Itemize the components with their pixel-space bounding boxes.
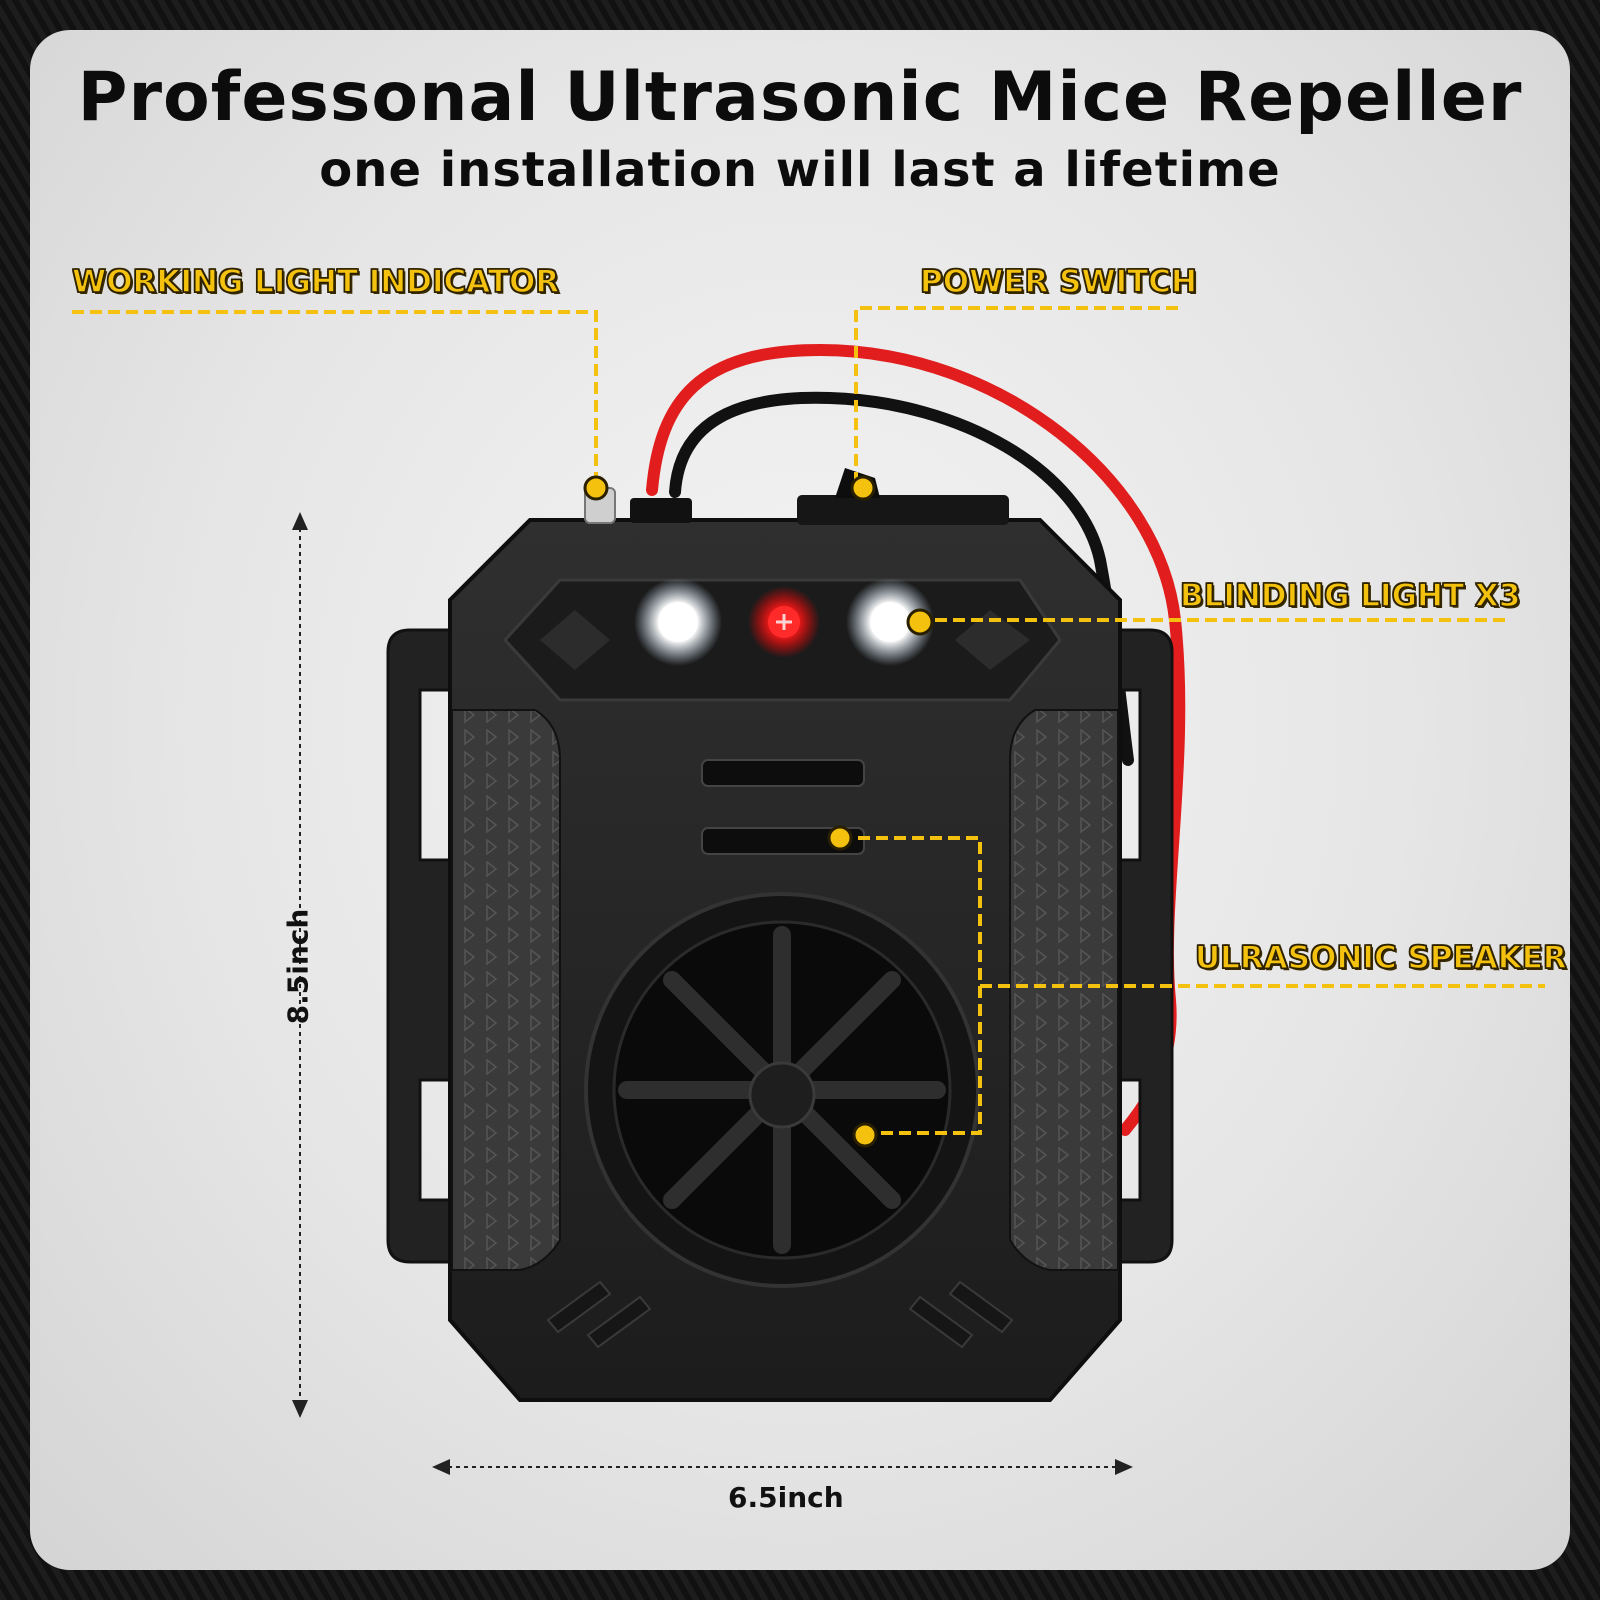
width-dimension-label: 6.5inch: [728, 1481, 844, 1514]
left-mount-tab: [386, 628, 452, 1264]
height-dimension-label: 8.5inch: [281, 908, 315, 1025]
page-title: Professonal Ultrasonic Mice Repeller: [77, 58, 1523, 137]
ultrasonic-speaker-label: ULRASONIC SPEAKER: [1194, 939, 1567, 976]
switch-housing: [797, 495, 1009, 525]
speaker-dome: [748, 1061, 816, 1129]
page-subtitle: one installation will last a lifetime: [319, 142, 1281, 198]
working-light-indicator-label: WORKING LIGHT INDICATOR: [71, 263, 560, 300]
wire-grommet: [630, 498, 692, 523]
power-switch-label: POWER SWITCH: [919, 263, 1198, 300]
callout-leaders: [72, 306, 1545, 1135]
vent-slot-bottom: [701, 827, 865, 855]
blinding-light-label: BLINDING LIGHT X3: [1179, 577, 1521, 614]
left-grip-panel: [451, 709, 561, 1271]
bottom-vent-slots: [546, 1280, 1014, 1349]
right-grip-panel: [1009, 709, 1119, 1271]
vent-slot-top: [701, 759, 865, 787]
callout-anchors: [583, 475, 934, 1148]
